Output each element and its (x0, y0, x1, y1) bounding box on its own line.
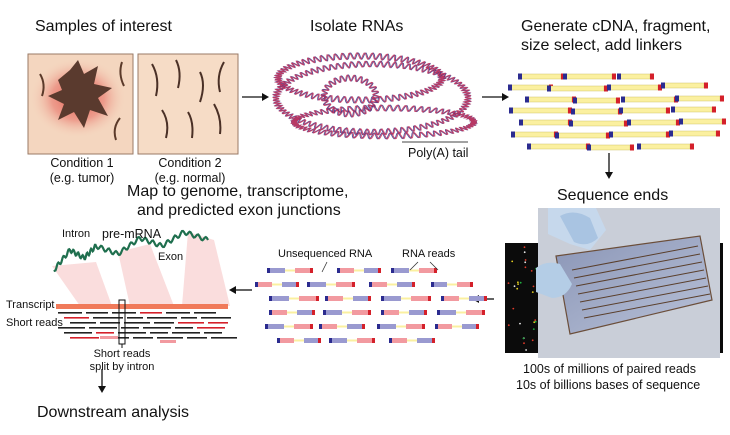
condition-2-sub: (e.g. normal) (154, 171, 226, 185)
stats-line-2: 10s of billions bases of sequence (516, 378, 701, 392)
tissue-tumor-image (27, 53, 134, 155)
exon-projection-1 (52, 262, 112, 306)
intron-label: Intron (62, 228, 91, 240)
condition-2-label: Condition 2 (158, 156, 222, 170)
unsequenced-pointer (321, 261, 328, 273)
step-sequence-title: Sequence ends (557, 187, 669, 204)
split-reads-label-2: split by intron (89, 361, 155, 373)
step-map-title-1: Map to genome, transcriptome, (127, 183, 349, 200)
polya-tail-label: Poly(A) tail (408, 146, 469, 160)
cdna-fragments (508, 73, 726, 151)
paired-reads (255, 268, 487, 343)
step-samples-title: Samples of interest (35, 18, 172, 35)
sequencing-photo (505, 208, 723, 358)
arrow-reads-to-map (229, 286, 252, 294)
transcript-bar (56, 304, 228, 309)
step-downstream-title: Downstream analysis (37, 404, 190, 421)
rna-reads-pointer-1 (409, 261, 419, 271)
pre-mrna-strand (53, 229, 209, 273)
step-map-title-2: and predicted exon junctions (137, 202, 341, 219)
rna-reads-pointer-2 (429, 261, 439, 271)
exon-label: Exon (158, 251, 184, 263)
mapping-panel (52, 229, 237, 348)
unsequenced-rna-label: Unsequenced RNA (278, 248, 373, 260)
condition-1-label: Condition 1 (50, 156, 114, 170)
exon-projection-3 (182, 232, 230, 306)
transcript-label: Transcript (6, 299, 55, 311)
condition-1-sub: (e.g. tumor) (49, 171, 115, 185)
arrow-samples-to-rna (242, 93, 269, 101)
arrow-map-to-downstream (98, 369, 106, 393)
step-isolate-title: Isolate RNAs (310, 18, 404, 35)
rna-reads-label: RNA reads (402, 248, 456, 260)
arrow-rna-to-cdna (482, 93, 509, 101)
arrow-cdna-to-sequence (605, 153, 613, 179)
pre-mrna-label: pre-mRNA (102, 227, 162, 241)
stats-line-1: 100s of millions of paired reads (523, 362, 697, 376)
exon-projection-2 (118, 244, 174, 306)
split-reads-label-1: Short reads (93, 348, 151, 360)
step-generate-title-2: size select, add linkers (521, 37, 682, 54)
tissue-normal-image (137, 53, 239, 155)
step-generate-title-1: Generate cDNA, fragment, (521, 18, 711, 35)
rna-molecules (271, 52, 479, 140)
short-reads-label: Short reads (6, 317, 63, 329)
